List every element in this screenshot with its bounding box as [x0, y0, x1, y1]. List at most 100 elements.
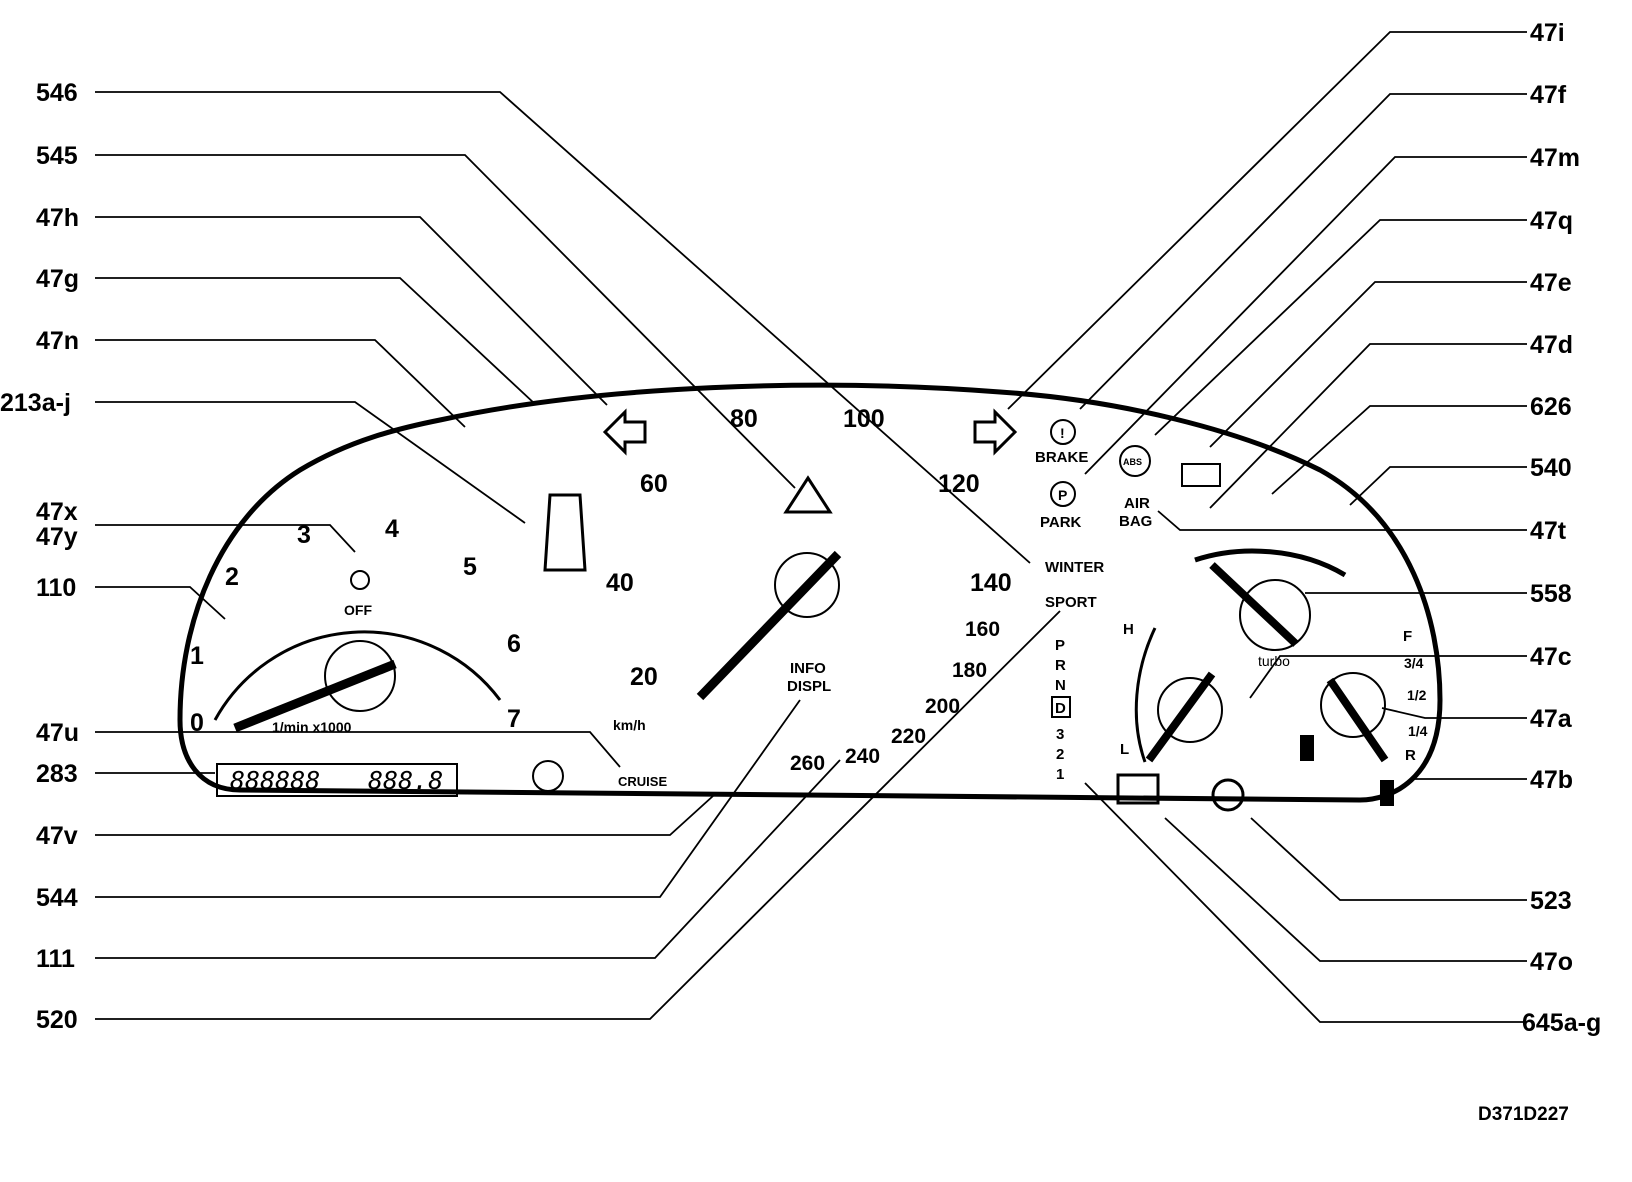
callout-47c: 47c	[1530, 643, 1572, 671]
gearbox-warning-icon	[1211, 778, 1245, 812]
tach-tick-3: 3	[297, 521, 311, 549]
sport-label: SPORT	[1045, 594, 1097, 611]
figure-id: D371D227	[1478, 1104, 1569, 1125]
airbag-label-2: BAG	[1119, 513, 1152, 530]
battery-icon	[1181, 463, 1221, 487]
speed-unit: km/h	[613, 717, 646, 733]
callout-47v: 47v	[36, 822, 78, 850]
callout-47q: 47q	[1530, 207, 1573, 235]
callout-47d: 47d	[1530, 331, 1573, 359]
check-engine-icon	[1116, 773, 1160, 805]
callout-544: 544	[36, 884, 78, 912]
tach-tick-5: 5	[463, 553, 477, 581]
callout-47g: 47g	[36, 265, 79, 293]
callout-47u: 47u	[36, 719, 79, 747]
fuel-quarter: 1/4	[1408, 723, 1428, 739]
speed-tick-160: 160	[965, 618, 1000, 641]
right-turn-arrow-icon	[973, 408, 1018, 456]
abs-label: ABS	[1123, 457, 1142, 467]
brake-icon	[1050, 419, 1076, 445]
traction-off-label: OFF	[344, 602, 372, 618]
callout-47t: 47t	[1530, 517, 1567, 545]
callout-47n: 47n	[36, 327, 79, 355]
reset-knob-icon	[532, 760, 564, 792]
abs-icon	[1119, 445, 1151, 477]
speed-tick-60: 60	[640, 470, 668, 498]
speed-tick-120: 120	[938, 470, 980, 498]
turbo-label: turbo	[1258, 653, 1290, 669]
fuel-pump-icon	[1300, 735, 1314, 761]
tach-tick-4: 4	[385, 515, 399, 543]
odometer-total: 888.8	[368, 766, 443, 795]
leader-lines	[95, 31, 1527, 1023]
airbag-label-1: AIR	[1124, 495, 1150, 512]
callout-626: 626	[1530, 393, 1572, 421]
gear-p: P	[1055, 637, 1065, 654]
callout-47h: 47h	[36, 204, 79, 232]
warning-triangle-icon	[783, 475, 833, 514]
speed-tick-220: 220	[891, 725, 926, 748]
speed-tick-40: 40	[606, 569, 634, 597]
speed-tick-140: 140	[970, 569, 1012, 597]
temp-low-label: L	[1120, 741, 1129, 758]
speed-tick-180: 180	[952, 659, 987, 682]
callout-47a: 47a	[1530, 705, 1573, 733]
warning-lights: ! BRAKE P PARK ABS AIR BAG WINTER SPORT …	[543, 408, 1221, 789]
fuel-full: F	[1403, 628, 1412, 645]
gear-d: D	[1055, 700, 1066, 717]
odometer-trip: 888888	[230, 766, 320, 795]
left-turn-arrow-icon	[602, 408, 647, 456]
tach-tick-0: 0	[190, 709, 204, 737]
callout-545: 545	[36, 142, 78, 170]
speed-tick-260: 260	[790, 752, 825, 775]
temp-hot-label: H	[1123, 621, 1134, 638]
callout-110: 110	[36, 574, 76, 602]
callout-546: 546	[36, 79, 78, 107]
tach-unit: 1/min x1000	[272, 719, 352, 735]
cluster-outline	[177, 382, 1443, 803]
park-symbol: P	[1058, 487, 1067, 503]
gear-r: R	[1055, 657, 1066, 674]
callout-47x: 47x	[36, 498, 78, 526]
aux-gauges: turbo H L F 3/4 1/2 1/4 R	[1116, 548, 1428, 812]
odometer: 888888 888.8	[216, 760, 564, 797]
tach-tick-7: 7	[507, 705, 521, 733]
callouts-right: 47i 47f 47m 47q 47e 47d 626 540 47t 558 …	[1522, 19, 1601, 1037]
callout-47m: 47m	[1530, 144, 1580, 172]
park-brake-icon	[1050, 481, 1076, 507]
callout-645a-g: 645a-g	[1522, 1009, 1601, 1037]
info-label-1: INFO	[790, 660, 826, 677]
callout-523: 523	[1530, 887, 1572, 915]
speed-tick-20: 20	[630, 663, 658, 691]
gear-indicator: P R N D 3 2 1	[1051, 637, 1071, 783]
callouts-left: 546 545 47h 47g 47n 213a-j 47x 47y 110 4…	[0, 79, 79, 1034]
cruise-label: CRUISE	[618, 774, 667, 789]
tachometer: 0 1 2 3 4 5 6 7 1/min x1000 OFF	[190, 515, 521, 737]
callout-47f: 47f	[1530, 81, 1567, 109]
fuel-reserve-icon	[1380, 780, 1394, 806]
brake-symbol: !	[1060, 425, 1065, 441]
winter-label: WINTER	[1045, 559, 1104, 576]
tach-tick-6: 6	[507, 630, 521, 658]
speed-tick-240: 240	[845, 745, 880, 768]
callout-47i: 47i	[1530, 19, 1565, 47]
car-doors-icon	[543, 493, 587, 572]
speed-tick-80: 80	[730, 405, 758, 433]
callout-540: 540	[1530, 454, 1572, 482]
gear-2: 2	[1056, 746, 1064, 763]
speed-tick-200: 200	[925, 695, 960, 718]
callout-520: 520	[36, 1006, 78, 1034]
traction-control-icon	[350, 570, 370, 590]
fuel-reserve: R	[1405, 747, 1416, 764]
callout-111: 111	[36, 945, 75, 973]
gear-3: 3	[1056, 726, 1064, 743]
callout-283: 283	[36, 760, 78, 788]
callout-47o: 47o	[1530, 948, 1573, 976]
callout-213a-j: 213a-j	[0, 389, 71, 417]
callout-558: 558	[1530, 580, 1572, 608]
info-label-2: DISPL	[787, 678, 831, 695]
tach-tick-2: 2	[225, 563, 239, 591]
fuel-half: 1/2	[1407, 687, 1427, 703]
callout-47b: 47b	[1530, 766, 1573, 794]
